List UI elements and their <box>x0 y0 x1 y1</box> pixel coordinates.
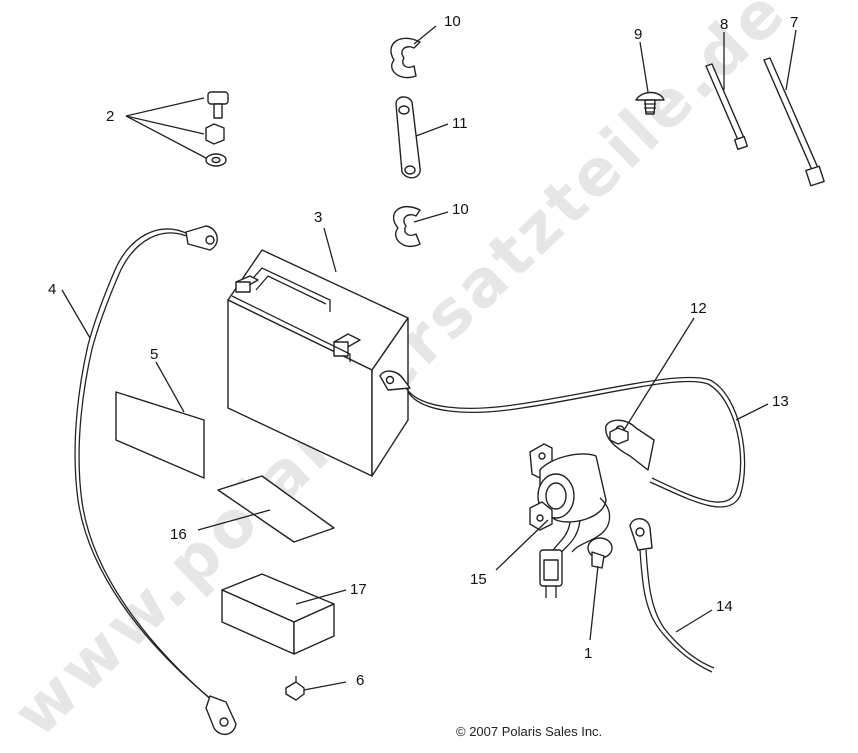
callout-7: 7 <box>790 14 798 31</box>
bolt-6 <box>285 676 305 701</box>
bracket-11 <box>395 96 421 179</box>
clip-10-bottom <box>392 205 421 247</box>
callout-1: 1 <box>584 645 592 662</box>
callout-4: 4 <box>48 281 56 298</box>
callout-8: 8 <box>720 16 728 33</box>
callout-6: 6 <box>356 672 364 689</box>
cable-14 <box>629 518 715 673</box>
hardware-2 <box>205 91 229 167</box>
callout-9: 9 <box>634 26 642 43</box>
pad-16 <box>217 475 335 543</box>
solenoid-15 <box>529 443 611 598</box>
callout-17: 17 <box>350 581 367 598</box>
foam-block-17 <box>221 573 335 655</box>
push-rivet-9 <box>635 91 665 115</box>
callout-3: 3 <box>314 209 322 226</box>
cable-4 <box>74 225 237 735</box>
cable-tie-8 <box>705 63 749 151</box>
copyright-notice: © 2007 Polaris Sales Inc. <box>456 724 603 739</box>
callout-5: 5 <box>150 346 158 363</box>
callout-13: 13 <box>772 393 789 410</box>
battery <box>227 249 409 477</box>
leader-lines <box>61 25 797 691</box>
callout-10-bottom: 10 <box>452 201 469 218</box>
bolt-1 <box>587 537 613 569</box>
clip-10-top <box>390 37 421 79</box>
callout-12: 12 <box>690 300 707 317</box>
callout-2: 2 <box>106 108 114 125</box>
callout-15: 15 <box>470 571 487 588</box>
callout-14: 14 <box>716 598 733 615</box>
callout-16: 16 <box>170 526 187 543</box>
callout-11: 11 <box>452 115 468 132</box>
callout-10-top: 10 <box>444 13 461 30</box>
nut-12 <box>609 427 629 445</box>
cable-tie-7 <box>763 57 825 187</box>
label-5 <box>115 391 205 479</box>
